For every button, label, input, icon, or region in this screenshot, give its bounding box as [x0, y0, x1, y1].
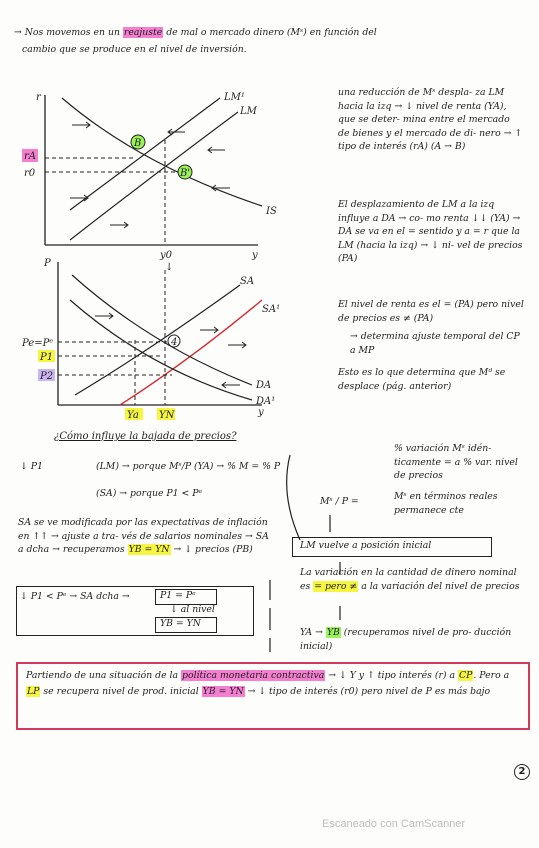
ms-over-p: Mˢ / P = [320, 496, 359, 507]
graph2-sa1-label: SA¹ [262, 304, 280, 315]
ms-note: Mˢ en términos reales permanece cte [394, 491, 498, 516]
graph1-point-b [130, 134, 146, 150]
graph2-arrows [95, 312, 247, 389]
sa-paragraph-end: → ↓ precios (PB) [173, 544, 253, 556]
sa-paragraph: SA se ve modificada por las expectativas… [18, 516, 276, 557]
graph2-guides [58, 270, 172, 405]
conclusion-a: Partiendo de una situación de la [26, 670, 182, 681]
conclusion-e: → ↓ tipo de interés (r0) pero nivel de P… [244, 686, 491, 697]
note-para-3: El nivel de renta es el = (PA) pero nive… [338, 299, 524, 324]
graph1-point-b-label: B [133, 138, 141, 149]
sa-box-inner-note: ↓ al nivel [170, 604, 215, 615]
graph2-ya-label: Ya [127, 410, 139, 421]
lm-paragraph-a: La variación en la cantidad de dinero no… [300, 567, 517, 592]
graph2-point-label: 4 [170, 337, 177, 348]
graph1-lm-curve [69, 111, 239, 241]
graph1-ra-label: rA [24, 151, 36, 162]
sa-box-inner-1 [155, 589, 217, 605]
chain1-start: ↓ P1 [20, 461, 43, 472]
graph2-yb-label: YN [159, 410, 176, 421]
graph2-p1-label: P1 [39, 352, 53, 363]
ya-line-b: (recuperamos nivel de pro- ducción inici… [300, 627, 512, 652]
graph1-lm1-curve [69, 97, 221, 211]
lm-paragraph-b: a la variación del nivel de precios [358, 580, 520, 592]
conclusion-b: → ↓ Y y ↑ tipo interés (r) a [325, 670, 458, 681]
graph2-yb-highlight [157, 408, 175, 420]
lm-box-text: LM vuelve a posición inicial [300, 540, 432, 551]
header-highlight: reajuste [122, 27, 164, 38]
sa-box-inner-2-text: YB = YN [160, 618, 201, 629]
section-note-right: % variación Mˢ idén- ticamente = a % var… [394, 443, 518, 482]
graph1-axis-y-label: r [36, 92, 42, 103]
note-para-1: una reducción de Mˢ despla- za LM hacia … [338, 87, 523, 153]
sa-box [16, 586, 254, 636]
sa-paragraph-text: SA se ve modificada por las expectativas… [18, 517, 269, 556]
header-line-1: → Nos movemos en un reajuste de mal o me… [14, 26, 377, 40]
graph1-y0-label: y0 [159, 250, 173, 261]
lm-paragraph-highlight: = pero ≠ [313, 580, 359, 592]
ya-line: YA → YB (recuperamos nivel de pro- ducci… [300, 626, 525, 653]
graph2-da1-curve [69, 299, 253, 401]
graph1-r0-label: r0 [24, 168, 36, 179]
section-title: ¿Cómo influye la bajada de precios? [54, 431, 237, 442]
graph1-guides [45, 140, 183, 245]
sa-paragraph-highlight: YB = YN [127, 544, 171, 556]
conclusion-box [16, 662, 530, 730]
graph2-sa1-curve [119, 299, 263, 406]
conclusion-highlight-cp: CP [458, 670, 474, 681]
conclusion-highlight-y: YB = YN [201, 686, 245, 697]
graph1-axis-x-label: y [251, 250, 258, 261]
graph1-arrows [70, 121, 230, 229]
conclusion-d: se recupera nivel de prod. inicial [40, 686, 202, 697]
ya-line-highlight: YB [325, 627, 341, 638]
conclusion-highlight-policy: política monetaria contractiva [181, 670, 326, 681]
graph2-da-label: DA [255, 380, 271, 391]
graph1-lm-label: LM [239, 106, 258, 117]
conclusion-highlight-lp: LP [26, 686, 41, 697]
graph1-axes [44, 95, 258, 246]
header-line-2: cambio que se produce en el nivel de inv… [22, 44, 247, 55]
graph2-point-circle [167, 334, 181, 348]
graph1-point-b-prime-label: B' [179, 168, 190, 179]
graph1-is-label: IS [265, 206, 277, 217]
graph1-lm1-label: LM¹ [223, 92, 245, 103]
graph1-ra-highlight [22, 149, 38, 162]
graph2-axes [57, 262, 262, 406]
header-text-a: → Nos movemos en un [14, 27, 123, 38]
sa-box-inner-1-text: P1 = Pᵉ [160, 590, 196, 601]
conclusion-text: Partiendo de una situación de la polític… [26, 668, 520, 700]
graph2-sa-curve [74, 284, 241, 396]
graph2-axis-x-label: y [257, 407, 264, 418]
note-para-5: Esto es lo que determina que Mᵈ se despl… [338, 367, 506, 392]
graph2-axis-y-label: P [43, 258, 51, 269]
graph2-da-curve [71, 274, 253, 386]
graph2-da1-label: DA¹ [255, 396, 275, 407]
graph2-ya-highlight [125, 408, 143, 420]
graph2-pe-label: Pe=Pᵉ [21, 338, 53, 349]
graph2-p1-highlight [38, 350, 55, 362]
graph1-down-arrow: ↓ [165, 262, 173, 273]
lm-paragraph: La variación en la cantidad de dinero no… [300, 566, 525, 593]
note-para-2: El desplazamiento de LM a la izq influye… [338, 199, 523, 265]
lm-box [292, 537, 492, 557]
sa-box-text: ↓ P1 < Pᵉ → SA dcha → [20, 591, 130, 602]
header-text-b: de mal o mercado dinero (Mˢ) en función … [163, 27, 377, 38]
section-connectors [269, 454, 341, 652]
chain1-rest: (LM) → porque Mˢ/P (YA) → % M = % P [96, 461, 281, 472]
graph2-sa-label: SA [240, 276, 254, 287]
graph2-p2-label: P2 [39, 371, 53, 382]
conclusion-c: . Pero a [473, 670, 510, 681]
graph1-point-b-prime [177, 164, 193, 180]
graph1-is-curve [61, 97, 263, 207]
page-number: 2 [514, 764, 530, 780]
sa-box-inner-2 [155, 617, 217, 633]
ya-line-a: YA → [300, 627, 323, 638]
scanner-watermark: Escaneado con CamScanner [322, 818, 466, 830]
chain2: (SA) → porque P1 < Pᵉ [96, 488, 203, 499]
graph2-p2-highlight [38, 369, 55, 381]
note-para-4: → determina ajuste temporal del CP a MP [350, 331, 520, 356]
